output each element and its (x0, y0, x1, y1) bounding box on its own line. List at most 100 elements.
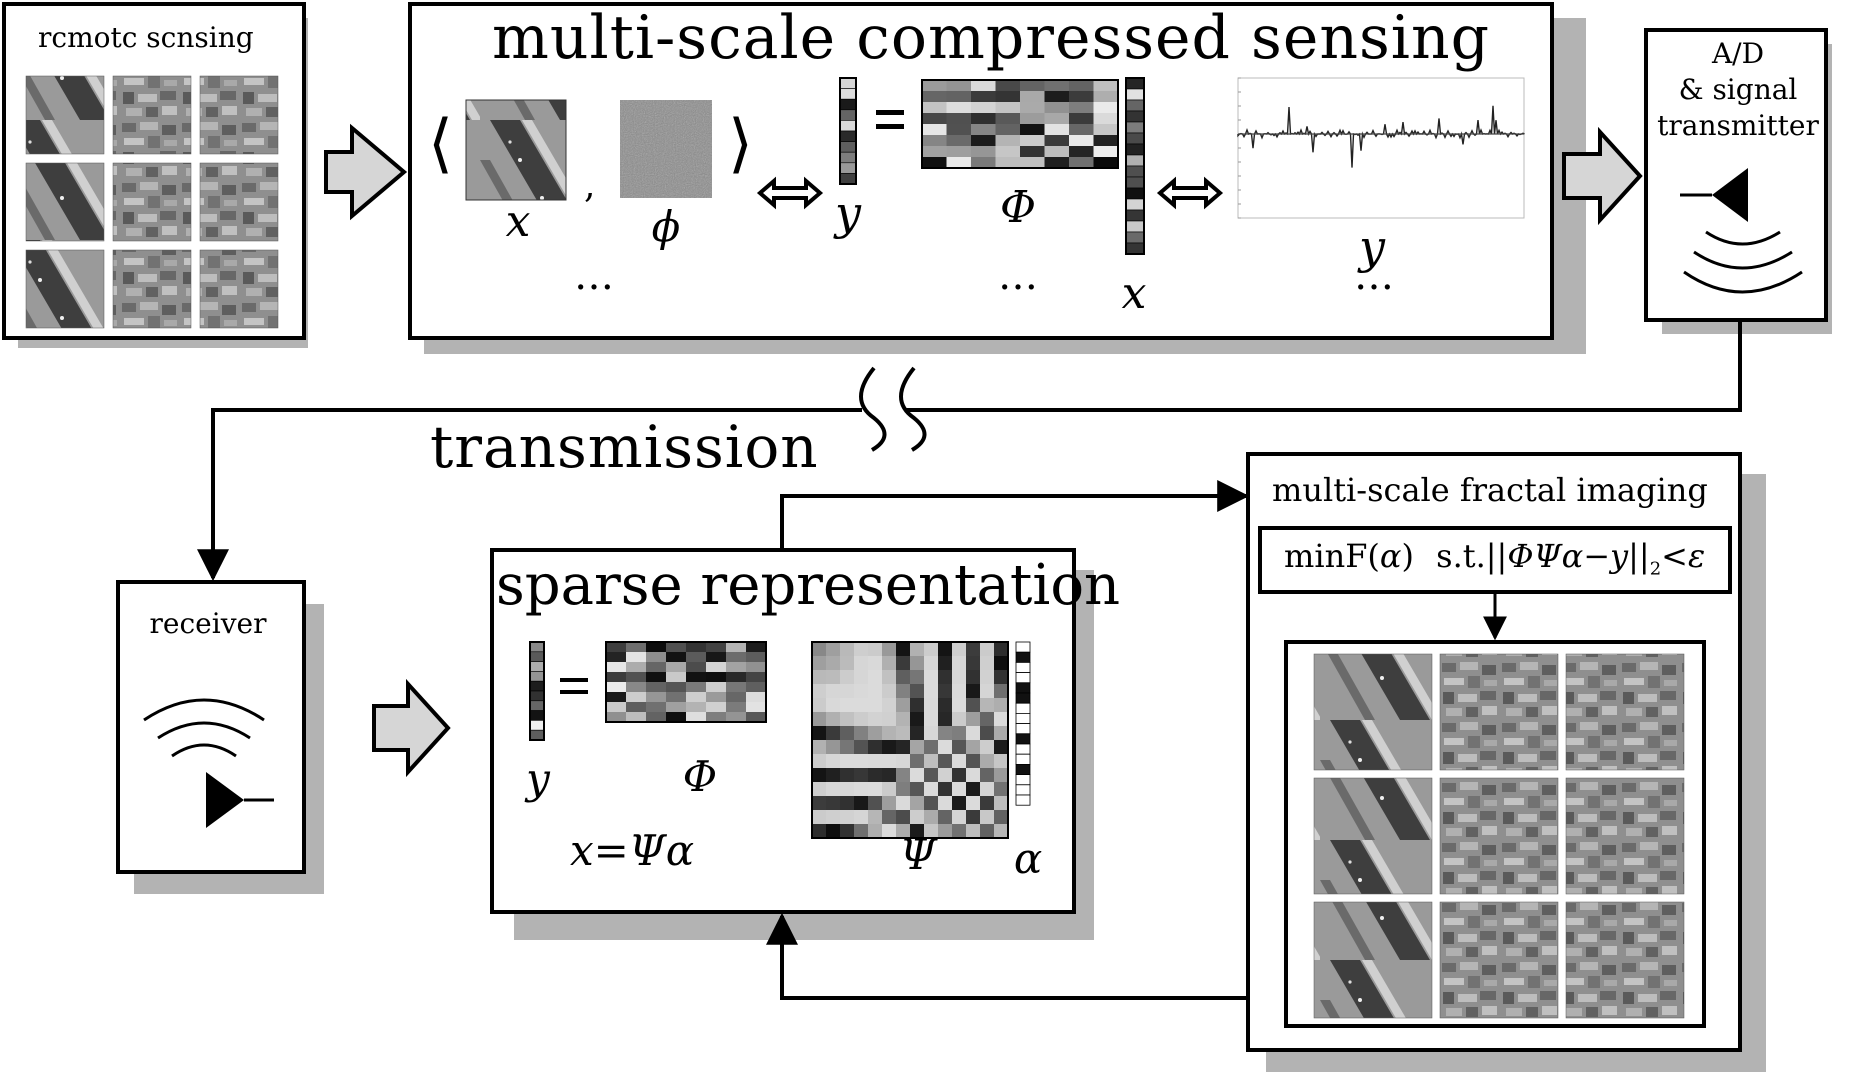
dictionary-cell (826, 656, 840, 670)
matrix-cell (995, 102, 1020, 113)
comma-separator: , (584, 165, 596, 206)
matrix-cell (995, 80, 1020, 91)
vector-cell (839, 141, 857, 153)
sparse-matrix-Phi (605, 641, 767, 723)
open-bracket: ⟨ (428, 107, 453, 181)
flow-arrow-1 (324, 123, 408, 221)
vector-cell (1125, 231, 1145, 244)
dictionary-cell (812, 684, 826, 698)
dictionary-cell (924, 810, 938, 824)
image-tile (1565, 901, 1685, 1019)
dictionary-cell (966, 684, 980, 698)
matrix-cell (946, 135, 971, 146)
equivalence-arrow-2 (1156, 176, 1224, 210)
dictionary-cell (966, 670, 980, 684)
dictionary-cell (994, 656, 1008, 670)
dictionary-cell (882, 656, 896, 670)
matrix-cell (995, 113, 1020, 124)
matrix-cell (922, 124, 947, 135)
matrix-cell (1020, 102, 1045, 113)
image-tile (112, 249, 192, 329)
vector-cell (839, 98, 857, 111)
dictionary-cell (896, 712, 910, 726)
matrix-cell (922, 80, 947, 91)
matrix-cell (606, 652, 626, 662)
transmitter-icon (1680, 168, 1803, 294)
matrix-cell (995, 146, 1020, 157)
vector-cell (529, 690, 545, 702)
dictionary-cell (980, 698, 994, 712)
matrix-cell (726, 692, 746, 702)
matrix-cell (686, 652, 706, 662)
vector-cell (1125, 165, 1145, 178)
vector-cell (1125, 242, 1145, 255)
dictionary-cell (882, 782, 896, 796)
dictionary-cell (882, 684, 896, 698)
matrix-cell (666, 672, 686, 682)
dictionary-cell (882, 810, 896, 824)
formula-lt: < (1661, 537, 1688, 575)
dictionary-cell (812, 796, 826, 810)
matrix-cell (922, 146, 947, 157)
dictionary-cell (882, 642, 896, 656)
matrix-cell (606, 692, 626, 702)
coefficient-cell (1015, 651, 1031, 663)
dictionary-cell (840, 754, 854, 768)
dictionary-cell (952, 670, 966, 684)
sparse-Phi-label: Φ (682, 752, 718, 801)
dictionary-cell (882, 796, 896, 810)
coefficient-cell (1015, 764, 1031, 776)
optimization-formula-box (1258, 526, 1732, 594)
dictionary-cell (854, 768, 868, 782)
signal-vector-x (1125, 77, 1145, 255)
dictionary-cell (840, 740, 854, 754)
vector-cell (1125, 77, 1145, 90)
matrix-cell (746, 702, 766, 712)
dictionary-cell (840, 712, 854, 726)
aerial-image-x (465, 99, 567, 201)
formula-eps: ε (1687, 537, 1706, 575)
dictionary-cell (896, 684, 910, 698)
matrix-cell (1093, 91, 1118, 102)
matrix-cell (626, 652, 646, 662)
dictionary-cell (868, 670, 882, 684)
dictionary-cell (952, 684, 966, 698)
matrix-cell (726, 712, 746, 722)
matrix-cell (946, 124, 971, 135)
matrix-cell (1069, 124, 1094, 135)
vector-cell (1125, 176, 1145, 189)
dictionary-cell (938, 656, 952, 670)
matrix-cell (646, 662, 666, 672)
dictionary-cell (840, 768, 854, 782)
dictionary-cell (938, 754, 952, 768)
dictionary-cell (812, 698, 826, 712)
vector-cell (839, 173, 857, 185)
dictionary-cell (812, 642, 826, 656)
dictionary-cell (980, 824, 994, 838)
matrix-cell (686, 712, 706, 722)
matrix-cell (1044, 135, 1069, 146)
dictionary-cell (896, 782, 910, 796)
matrix-cell (666, 662, 686, 672)
dictionary-cell (910, 754, 924, 768)
dictionary-cell (868, 796, 882, 810)
vector-cell (839, 77, 857, 89)
matrix-cell (706, 672, 726, 682)
reconstructed-image-grid (1313, 653, 1685, 1019)
vector-cell (529, 641, 545, 653)
x-label: x (505, 196, 531, 247)
dictionary-cell (882, 698, 896, 712)
matrix-cell (646, 642, 666, 652)
dictionary-cell (938, 768, 952, 782)
matrix-cell (626, 642, 646, 652)
vector-cell (1125, 209, 1145, 222)
transmission-line (197, 322, 1742, 582)
dictionary-cell (812, 740, 826, 754)
image-tile (112, 162, 192, 242)
dictionary-cell (854, 754, 868, 768)
equals-sign (876, 110, 904, 115)
dictionary-cell (896, 796, 910, 810)
dictionary-cell (966, 712, 980, 726)
matrix-cell (1069, 91, 1094, 102)
dictionary-cell (924, 670, 938, 684)
